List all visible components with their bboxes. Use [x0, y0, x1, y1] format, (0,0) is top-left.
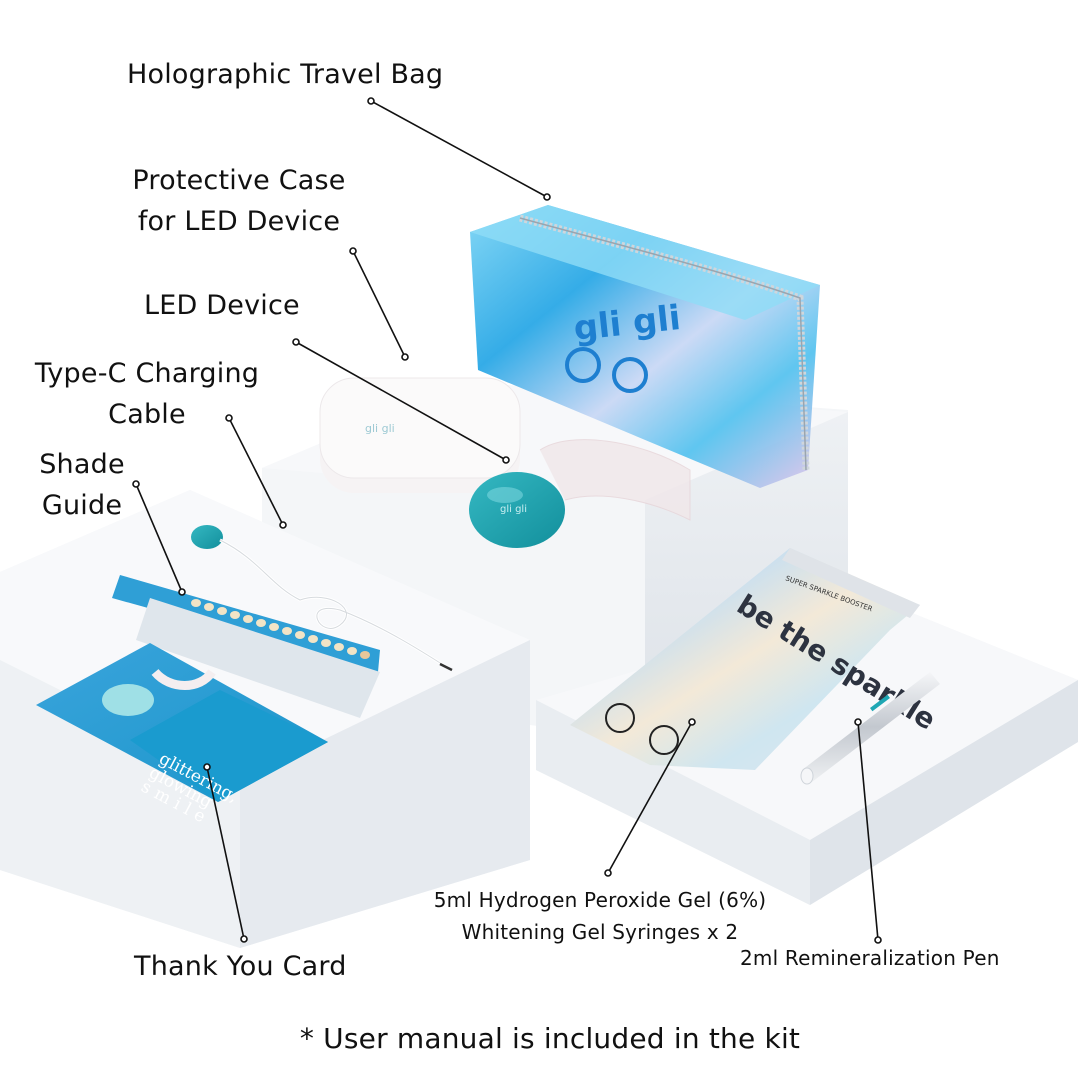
- label-travel-bag: Holographic Travel Bag: [127, 59, 444, 90]
- thank-you-card: glittering, glowing smile: [36, 643, 328, 830]
- protective-case-callout: [349, 247, 409, 361]
- gel-syringes-callout: [604, 718, 696, 877]
- led-device-callout: [292, 338, 510, 464]
- charging-cable: [191, 525, 453, 672]
- holographic-travel-bag: gli gli: [470, 205, 820, 488]
- charging-cable-callout: [225, 414, 287, 529]
- protective-case: gli gli: [319, 377, 521, 493]
- led-logo: gli gli: [500, 504, 527, 515]
- shade-guide: [112, 575, 380, 718]
- label-thank-you-card: Thank You Card: [134, 951, 347, 982]
- label-gel-syringes: 5ml Hydrogen Peroxide Gel (6%) Whitening…: [433, 888, 767, 944]
- case-logo: gli gli: [365, 422, 395, 435]
- thank-you-card-callout: [203, 763, 248, 943]
- callout-lines: [132, 97, 882, 944]
- label-remineralization-pen: 2ml Remineralization Pen: [740, 946, 1000, 970]
- led-device: gli gli: [469, 439, 691, 548]
- shade-guide-callout: [132, 480, 186, 596]
- travel-bag-callout: [367, 97, 551, 201]
- label-shade-guide: Shade Guide: [39, 449, 125, 521]
- label-protective-case: Protective Case for LED Device: [132, 165, 346, 237]
- footnote-user-manual: * User manual is included in the kit: [299, 1022, 801, 1055]
- remineralization-pen: [800, 672, 940, 785]
- remineralization-pen-callout: [854, 718, 882, 944]
- label-charging-cable: Type-C Charging Cable: [34, 358, 260, 430]
- label-led-device: LED Device: [144, 290, 300, 321]
